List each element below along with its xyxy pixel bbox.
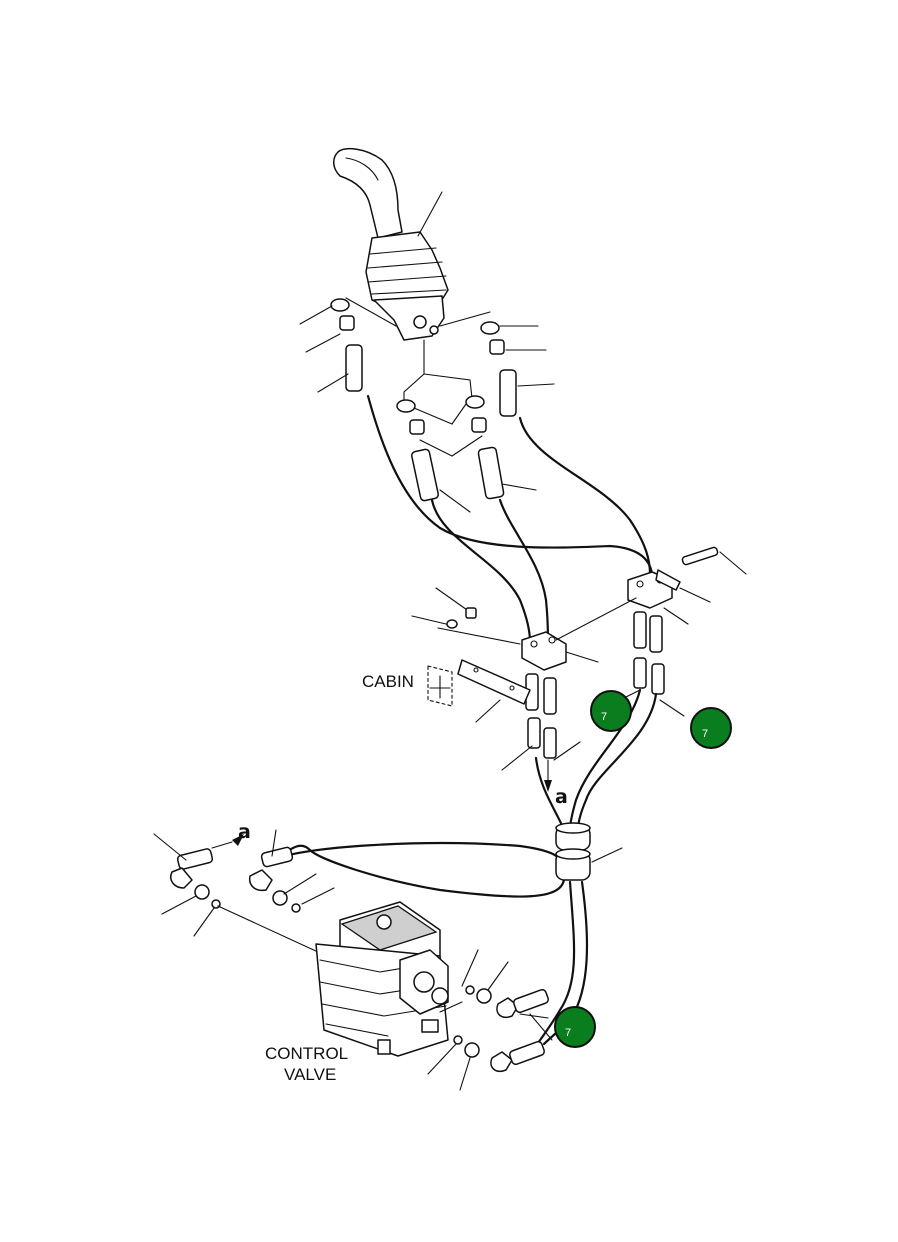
view-ref-label-left: a: [238, 821, 251, 843]
cabin-label: CABIN: [362, 672, 414, 691]
callout-number: 7: [601, 711, 607, 723]
center-fittings: [396, 339, 537, 513]
callout-right-top[interactable]: 7: [590, 690, 632, 732]
view-ref-label-lower: a: [555, 786, 568, 808]
right-upper-fittings: [439, 311, 555, 417]
valve-right-fittings: [427, 949, 553, 1091]
middle-bracket: [411, 587, 637, 792]
control-valve-label-line2: VALVE: [284, 1065, 336, 1084]
upper-hoses: [366, 394, 654, 644]
control-lever: [333, 147, 449, 341]
callout-bottom[interactable]: 7: [554, 1006, 596, 1048]
callout-right-far[interactable]: 7: [690, 707, 732, 749]
left-upper-fittings: [299, 297, 397, 393]
control-valve-label-line1: CONTROL: [265, 1044, 348, 1063]
hose-clamp: [555, 822, 623, 881]
cabin-plate: [427, 659, 531, 723]
right-bracket: [619, 546, 747, 717]
callout-number: 7: [702, 728, 708, 740]
control-valve-body: [315, 901, 449, 1057]
left-lower-fittings: [153, 829, 335, 953]
callout-number: 7: [565, 1027, 571, 1039]
